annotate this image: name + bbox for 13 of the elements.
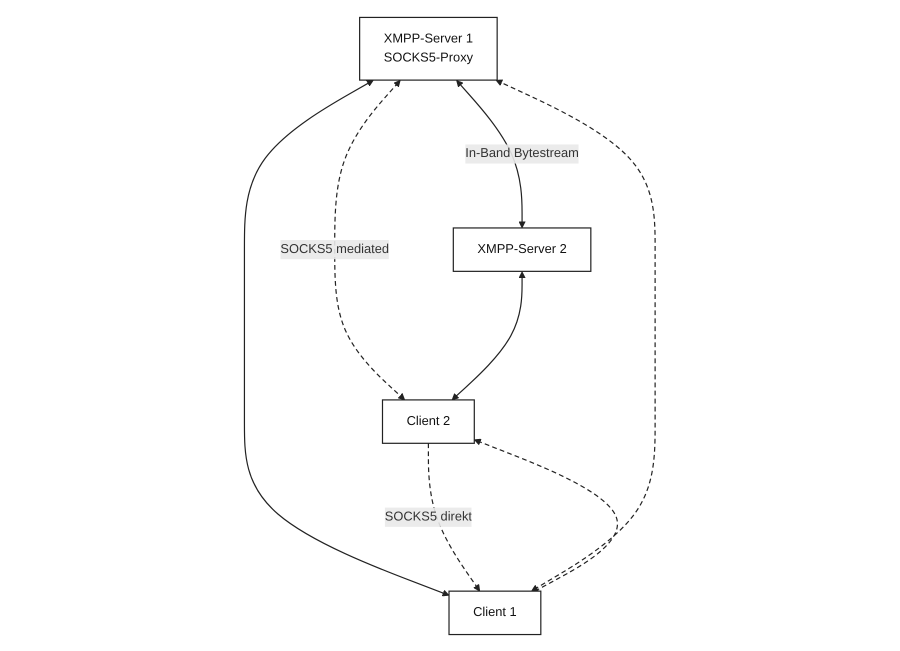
edge-label: In-Band Bytestream xyxy=(465,146,580,160)
arrow xyxy=(474,438,618,592)
node-box: Client 1 xyxy=(448,590,542,635)
edge-label: SOCKS5 mediated xyxy=(280,242,390,256)
arrow xyxy=(496,79,656,591)
arrow xyxy=(428,442,480,591)
arrow xyxy=(452,270,526,400)
arrow xyxy=(334,80,406,400)
node-box: XMPP-Server 1 SOCKS5-Proxy xyxy=(359,16,498,80)
node-box: XMPP-Server 2 xyxy=(452,226,592,272)
node-box: Client 2 xyxy=(382,398,476,444)
arrow xyxy=(244,79,450,596)
edge-label: SOCKS5 direkt xyxy=(385,510,472,524)
